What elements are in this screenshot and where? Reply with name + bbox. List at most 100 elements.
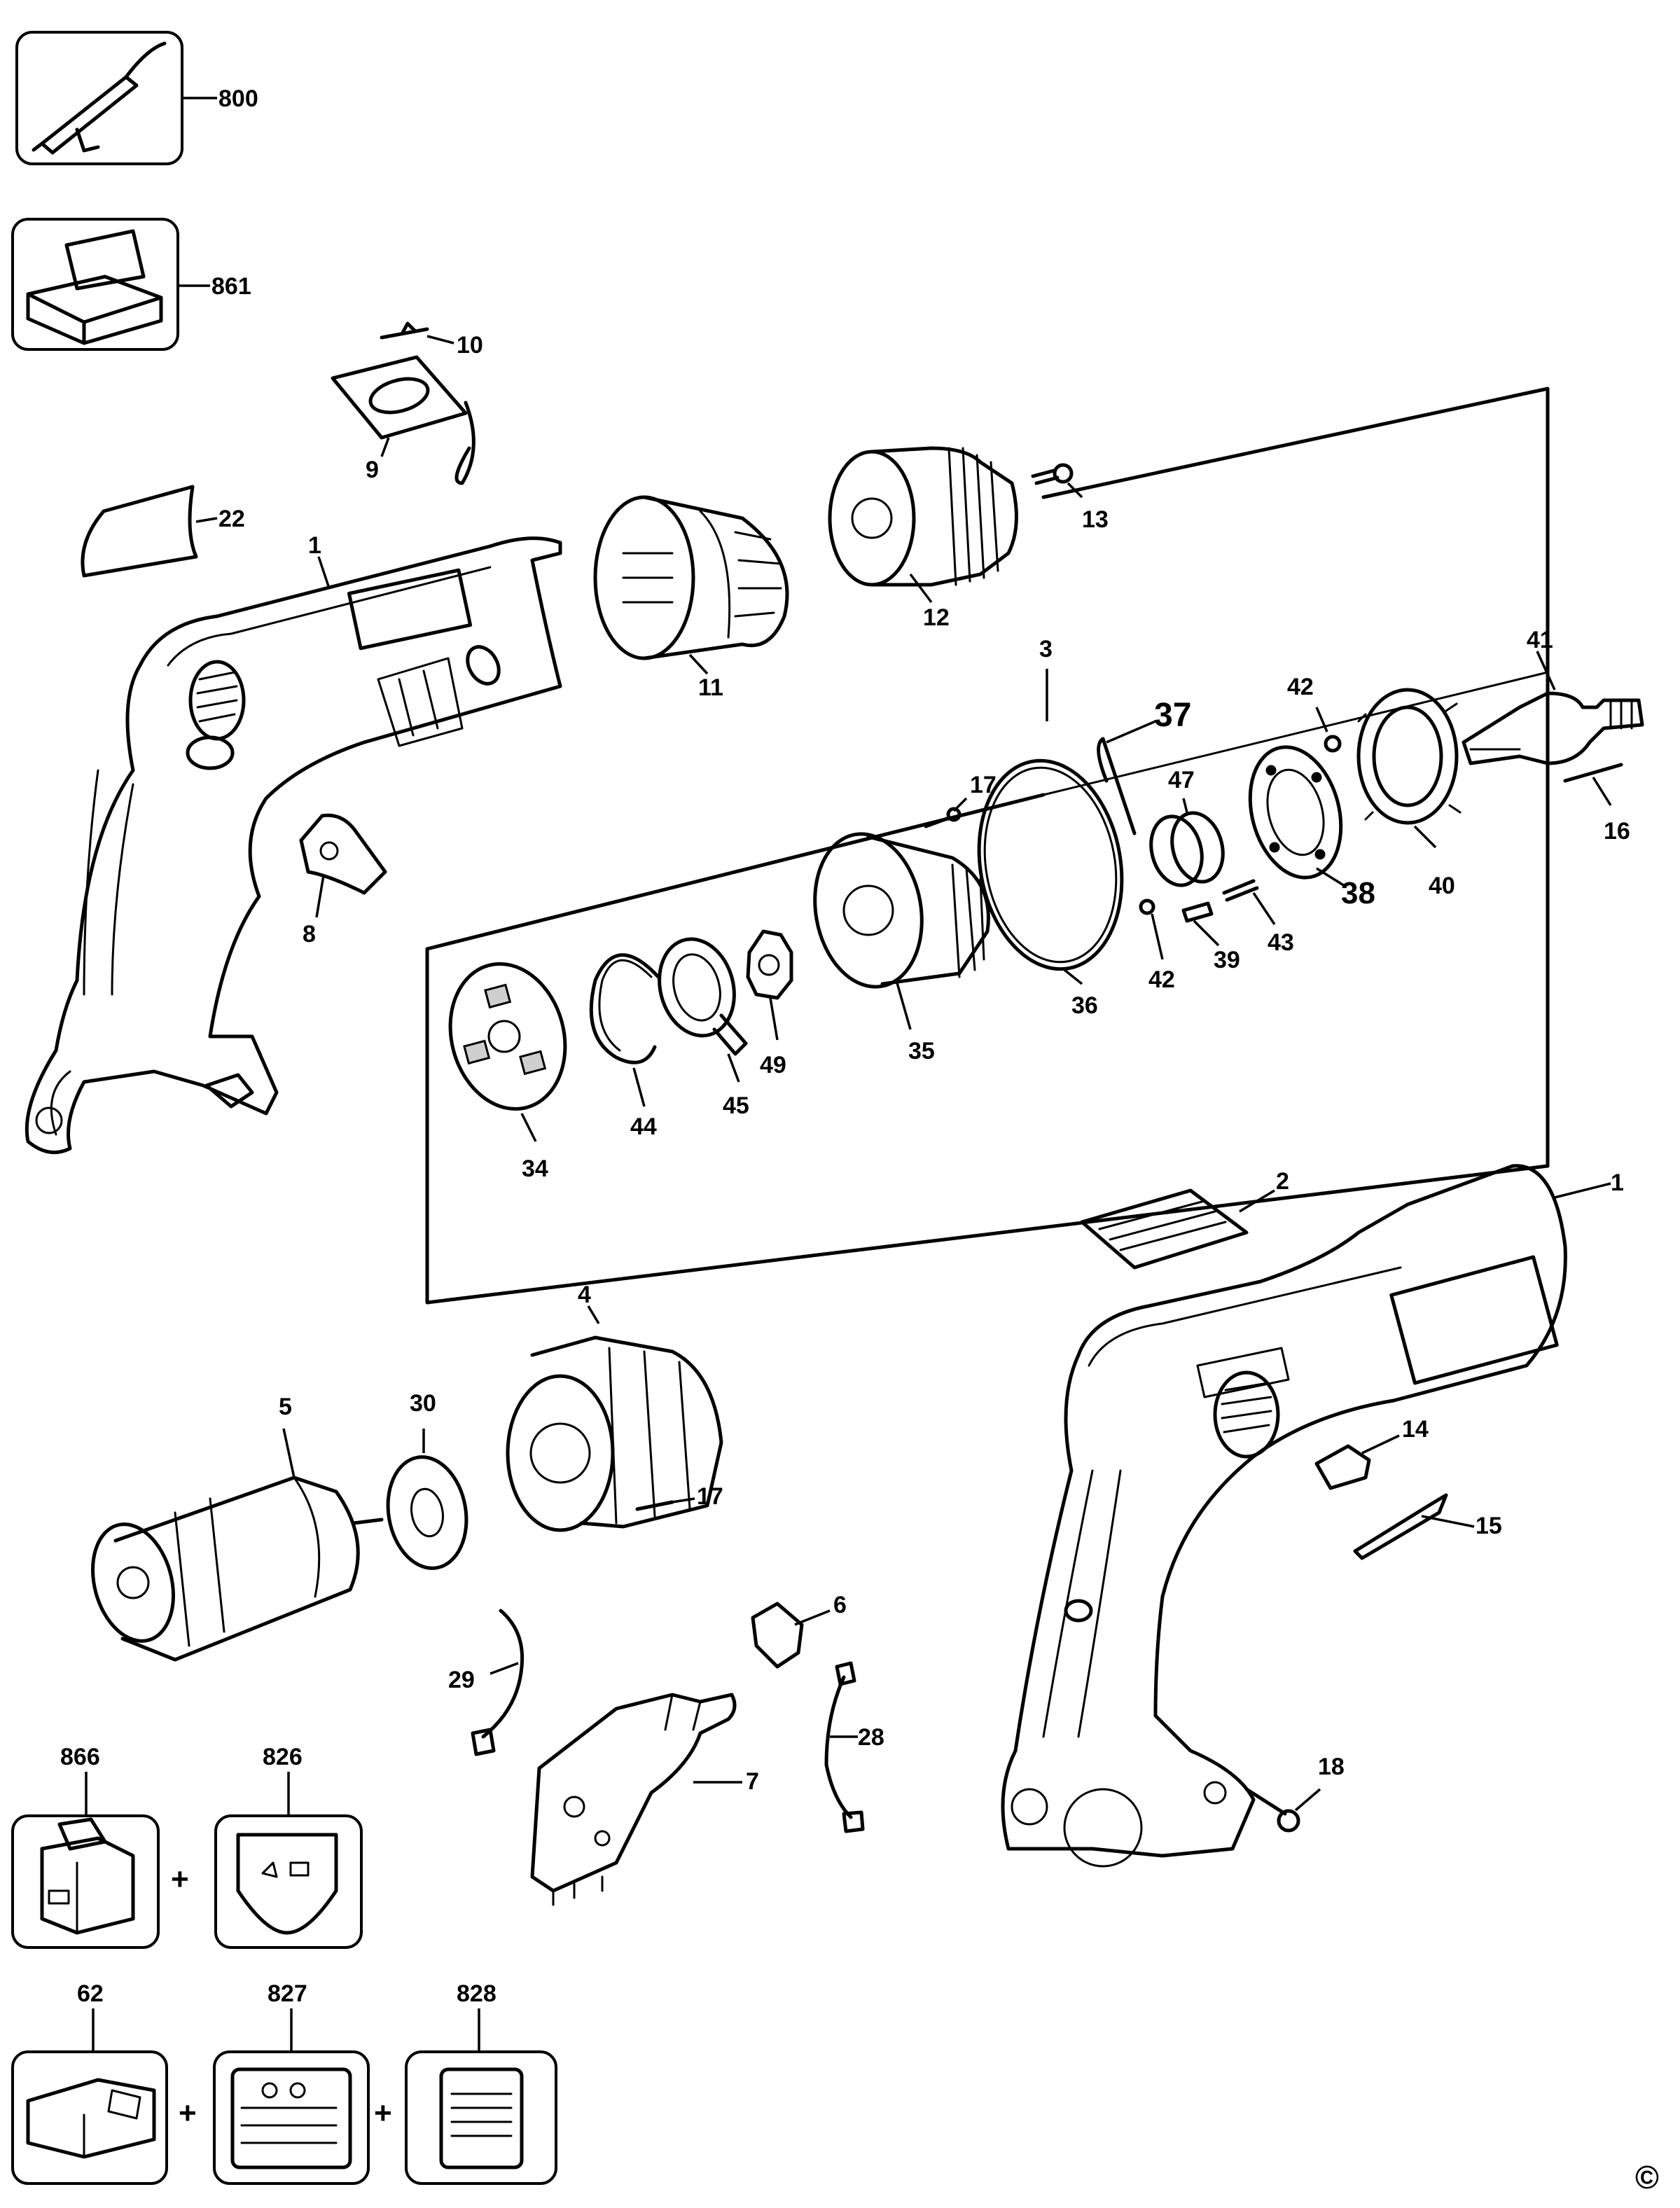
- part-15-bit: [1353, 1493, 1475, 1560]
- part-label-37: 37: [1154, 697, 1191, 734]
- part-39-pin: [1181, 901, 1220, 947]
- part-label-49: 49: [760, 1052, 786, 1078]
- part-5-motor: [90, 1428, 384, 1662]
- part-1-housing-right: [1001, 1164, 1611, 1868]
- accessory-826-box: [214, 1772, 363, 1949]
- part-42-ball-lower: [1139, 898, 1164, 960]
- part-label-13: 13: [1082, 506, 1109, 533]
- part-label-861: 861: [211, 273, 251, 300]
- part-13-screw: [1031, 463, 1083, 499]
- part-label-11: 11: [698, 674, 723, 701]
- part-label-17-lower: 17: [697, 1483, 723, 1510]
- charger-icon: [26, 2078, 156, 2159]
- part-label-16: 16: [1604, 818, 1630, 845]
- part-18-screw: [1244, 1787, 1321, 1833]
- part-label-3: 3: [1039, 636, 1053, 662]
- part-label-8: 8: [303, 921, 316, 947]
- part-43-spring: [1222, 879, 1276, 925]
- battery-label-icon: [236, 1833, 338, 1935]
- part-29-wire: [471, 1609, 525, 1756]
- part-2-button: [1080, 1188, 1275, 1270]
- caulk-gun-icon: [32, 41, 167, 155]
- accessory-828-box: [405, 2008, 557, 2185]
- copyright-mark: ©: [1635, 2159, 1659, 2195]
- part-47-spring: [1149, 798, 1225, 887]
- part-label-1-left: 1: [308, 532, 321, 559]
- part-45-ring: [658, 937, 748, 1083]
- charger-label-icon: [230, 2067, 352, 2169]
- part-label-42-upper: 42: [1287, 674, 1314, 700]
- part-37-wire: [1097, 720, 1156, 835]
- part-label-826: 826: [263, 1744, 303, 1770]
- part-label-42-lower: 42: [1148, 966, 1175, 993]
- accessory-866-box: [11, 1772, 160, 1949]
- rating-label-icon: [439, 2067, 524, 2169]
- part-label-36: 36: [1071, 992, 1098, 1019]
- part-label-34: 34: [522, 1155, 548, 1182]
- part-38-plate: [1248, 745, 1345, 887]
- accessory-827-box: [213, 2008, 370, 2185]
- plus-sign-3: +: [374, 2096, 392, 2130]
- accessory-800-box: [15, 31, 217, 165]
- part-6-component: [751, 1602, 831, 1669]
- part-label-44: 44: [630, 1113, 657, 1140]
- part-10-clip: [380, 321, 454, 345]
- part-label-12: 12: [923, 604, 950, 631]
- part-label-62: 62: [77, 1980, 104, 2007]
- part-label-43: 43: [1268, 929, 1294, 956]
- part-30-washer: [386, 1429, 468, 1570]
- part-label-10: 10: [457, 332, 483, 359]
- part-label-18: 18: [1318, 1754, 1345, 1780]
- part-label-827: 827: [268, 1980, 307, 2007]
- part-49-gear: [746, 929, 793, 1041]
- part-40-ring-gear: [1356, 688, 1462, 849]
- part-17-screw-lower: [635, 1497, 695, 1511]
- part-28-wire: [824, 1661, 865, 1833]
- part-label-30: 30: [410, 1390, 436, 1417]
- part-12-chuck: [828, 446, 1018, 604]
- accessory-861-box: [11, 218, 210, 351]
- part-label-47: 47: [1168, 767, 1195, 793]
- part-label-2: 2: [1276, 1168, 1289, 1195]
- accessory-62-box: [11, 2008, 168, 2185]
- part-14-clip: [1314, 1434, 1400, 1490]
- part-label-15: 15: [1476, 1513, 1502, 1539]
- part-label-40: 40: [1429, 873, 1455, 899]
- part-44-retaining-ring: [589, 953, 660, 1107]
- battery-pack-icon: [40, 1817, 135, 1935]
- part-22-label: [81, 485, 218, 578]
- part-36-snap-ring: [977, 758, 1124, 985]
- part-label-6: 6: [833, 1592, 847, 1618]
- part-label-35: 35: [908, 1038, 935, 1064]
- part-8-lever: [299, 813, 387, 918]
- kit-box-icon: [26, 229, 163, 345]
- part-label-1-right: 1: [1611, 1169, 1624, 1196]
- part-label-7: 7: [746, 1768, 759, 1795]
- part-17-screw-upper: [924, 797, 968, 828]
- part-42-ball-upper: [1315, 707, 1342, 753]
- part-11-collar: [593, 495, 789, 675]
- part-label-5: 5: [279, 1394, 292, 1420]
- part-16-pin: [1563, 763, 1623, 806]
- part-label-45: 45: [723, 1092, 749, 1119]
- transmission-assembly-frame: [425, 387, 1550, 1305]
- plus-sign-2: +: [179, 2096, 197, 2130]
- part-1-housing-left: [25, 536, 562, 1155]
- part-34-carrier: [448, 961, 567, 1142]
- part-label-41: 41: [1527, 627, 1553, 653]
- part-35-gear-housing: [813, 832, 990, 1030]
- part-label-22: 22: [218, 506, 245, 532]
- part-41-spindle: [1462, 651, 1644, 765]
- part-label-14: 14: [1402, 1416, 1429, 1443]
- part-7-switch: [530, 1693, 742, 1906]
- part-label-4: 4: [578, 1282, 591, 1308]
- part-label-28: 28: [858, 1724, 884, 1751]
- part-label-29: 29: [448, 1667, 475, 1693]
- part-4-motor-mount: [506, 1305, 723, 1532]
- part-label-866: 866: [60, 1744, 100, 1770]
- plus-sign-1: +: [171, 1862, 189, 1896]
- part-9-boot: [331, 355, 475, 485]
- part-label-828: 828: [457, 1980, 497, 2007]
- part-label-800: 800: [218, 85, 258, 112]
